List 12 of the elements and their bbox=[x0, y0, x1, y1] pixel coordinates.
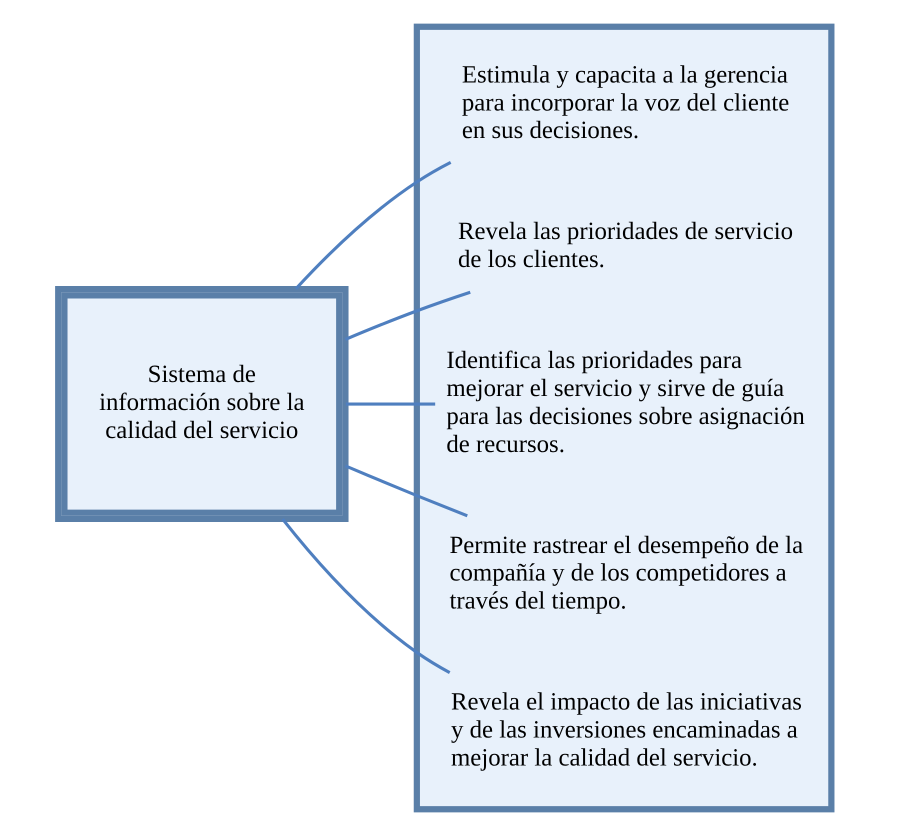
connector bbox=[294, 161, 452, 290]
connector bbox=[344, 464, 468, 518]
node-text: Estimula y capacita a la gerencia para incorporar la voz del cliente en sus decisiones. bbox=[462, 61, 790, 144]
node-text: Revela las prioridades de servicio de los clientes. bbox=[458, 218, 794, 274]
node-text: Identifica las prioridades para mejorar el servicio y sirve de guía para las decisiones sobre asignación de recursos. bbox=[446, 347, 805, 458]
node-box: Sistema de información sobre la calidad del servicio bbox=[55, 286, 349, 522]
connector bbox=[346, 402, 436, 406]
cluster bbox=[414, 24, 834, 812]
node-text: Permite rastrear el desempeño de la compañía y de los competidores a través del tiempo. bbox=[449, 532, 804, 615]
connector bbox=[344, 290, 471, 341]
node-text: Revela el impacto de las iniciativas y de las inversiones encaminadas a mejorar la calidad del servicio. bbox=[451, 688, 802, 772]
connector bbox=[281, 518, 450, 674]
